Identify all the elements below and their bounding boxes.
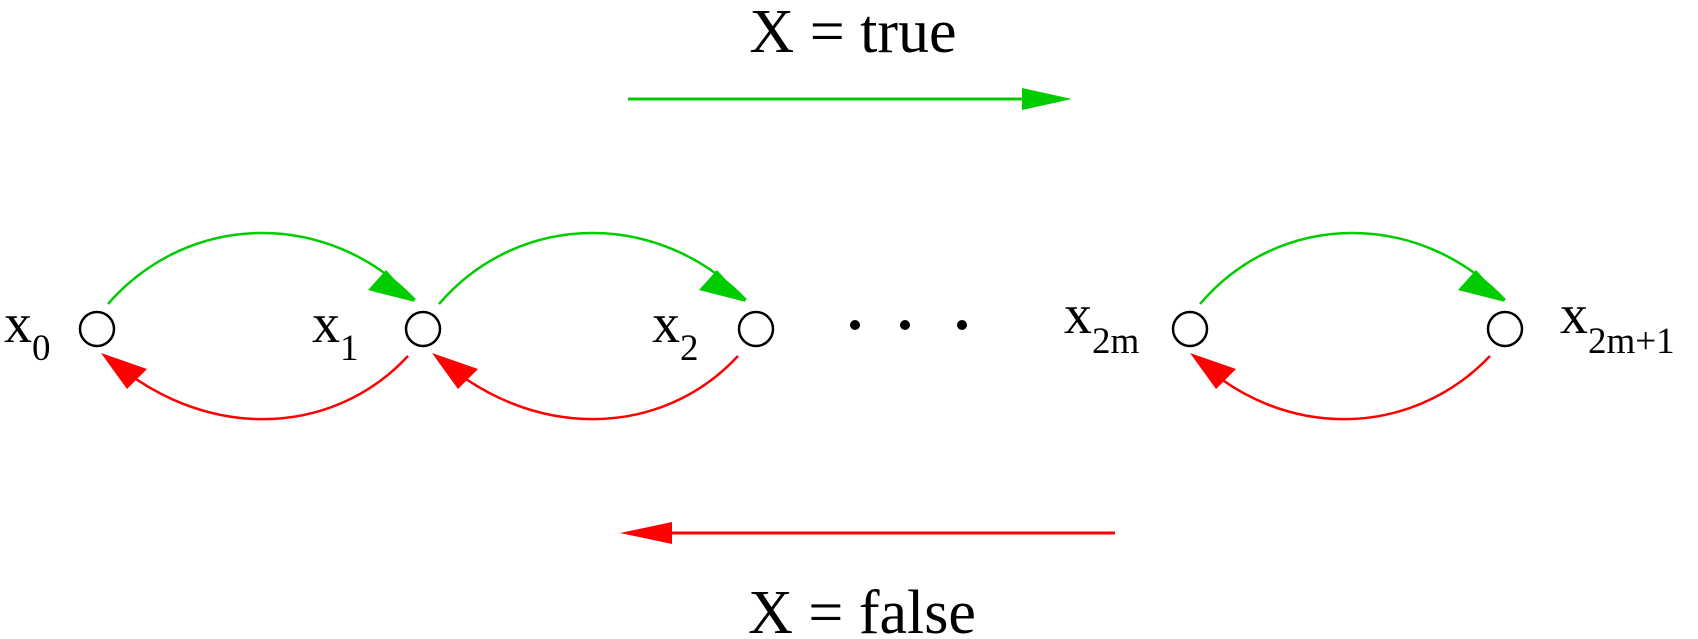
node-x1: x1	[312, 293, 442, 369]
node-label: x1	[312, 293, 359, 369]
false-direction-label: X = false	[748, 579, 976, 639]
node-label: x2m	[1064, 284, 1140, 362]
ellipsis	[850, 320, 967, 330]
edge-x1-to-x2-arrowhead	[699, 270, 746, 302]
edge-x0-to-x1-arrowhead	[368, 270, 415, 302]
node-label: x2m+1	[1560, 284, 1675, 362]
edge-x2m-to-x2m-plus-1	[1199, 231, 1506, 305]
node-circle	[78, 310, 116, 348]
edge-x2m-plus-1-to-x2m	[1194, 355, 1491, 421]
edge-x1-to-x0-arrowhead	[101, 353, 147, 389]
edge-x1-to-x2	[438, 231, 747, 305]
edge-x2-to-x1	[437, 355, 739, 421]
true-direction-arrowhead	[1022, 88, 1072, 110]
ellipsis-dot	[850, 320, 860, 330]
node-x2m-plus-1: x2m+1	[1486, 284, 1675, 362]
ellipsis-dot	[900, 320, 910, 330]
ellipsis-dot	[957, 320, 967, 330]
node-circle	[404, 310, 442, 348]
edge-x0-to-x1	[107, 231, 416, 305]
node-label: x2	[652, 293, 699, 369]
edge-x2-to-x1-arrowhead	[432, 353, 478, 389]
false-direction-arrowhead	[620, 522, 672, 544]
node-label: x0	[4, 293, 51, 369]
edge-x2m-plus-1-to-x2m-arrowhead	[1190, 353, 1236, 389]
node-circle	[1486, 310, 1524, 348]
edge-x2m-to-x2m-plus-1-arrowhead	[1458, 270, 1505, 302]
node-x0: x0	[4, 293, 116, 369]
node-circle	[1171, 310, 1209, 348]
true-direction-label: X = true	[749, 0, 956, 66]
node-x2: x2	[652, 293, 775, 369]
node-x2m: x2m	[1064, 284, 1209, 362]
node-circle	[737, 310, 775, 348]
edge-x1-to-x0	[107, 355, 409, 421]
